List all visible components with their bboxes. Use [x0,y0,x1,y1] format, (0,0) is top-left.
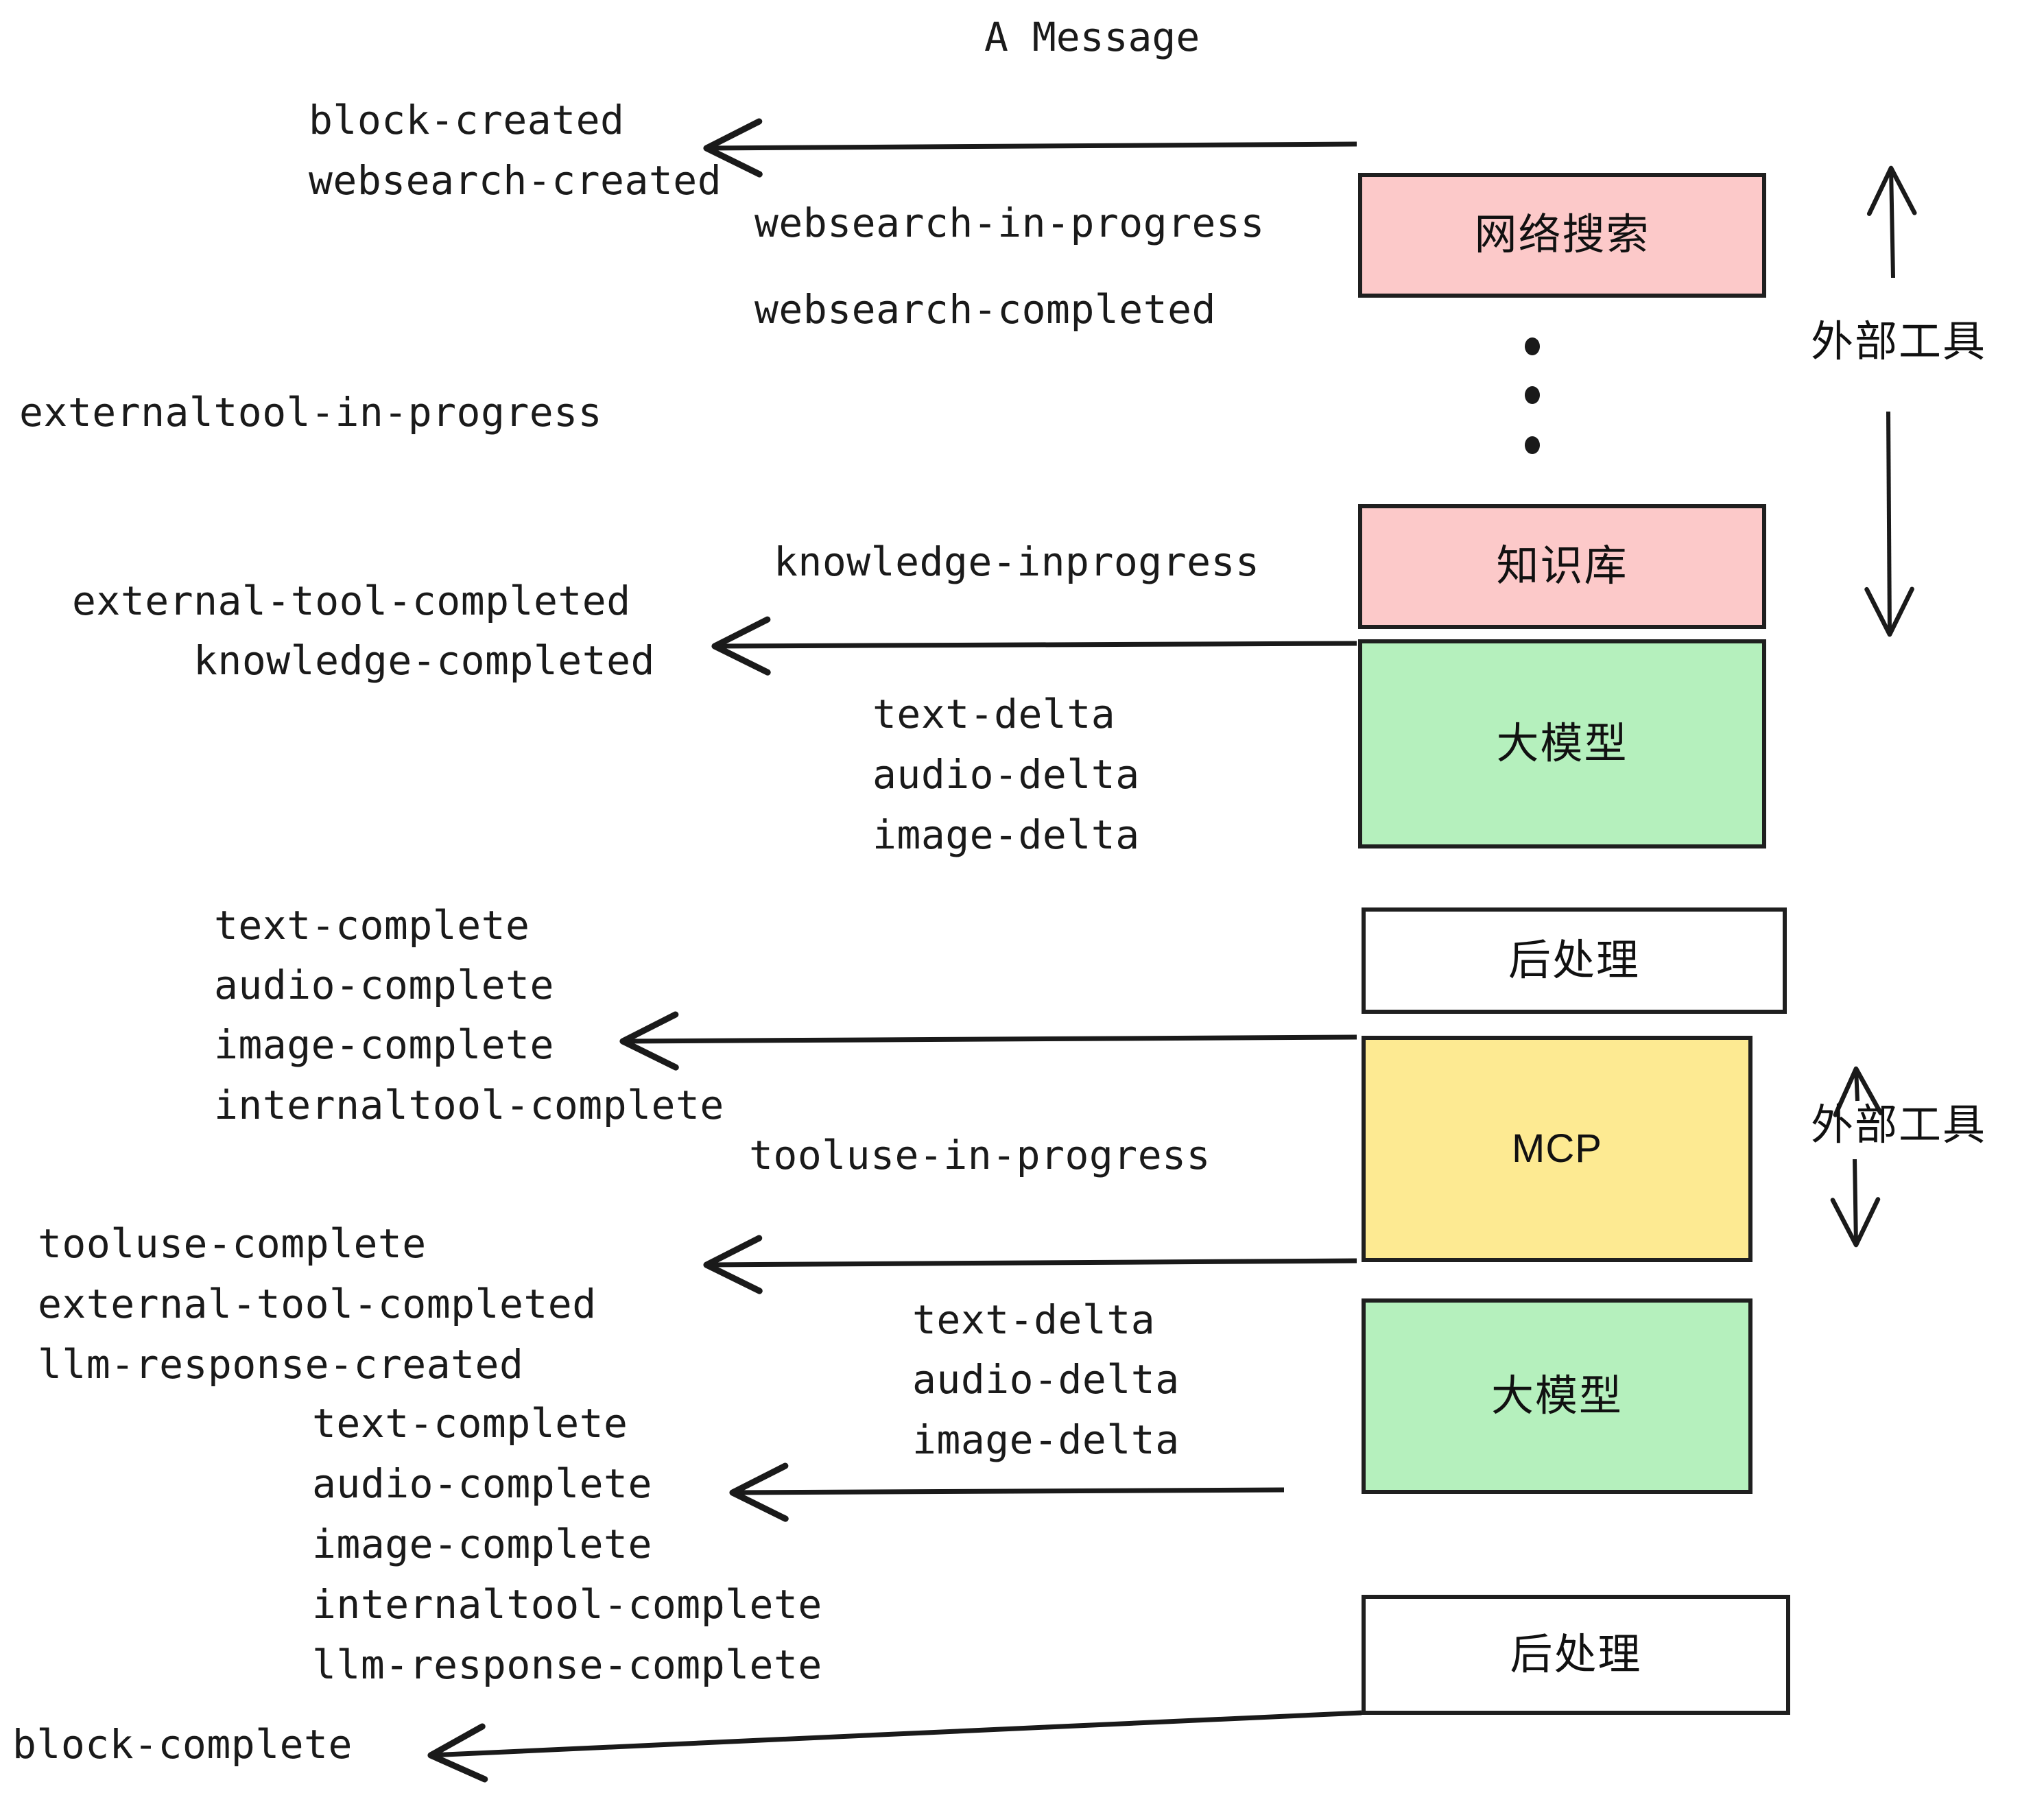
scope-arrow-down-bottom [1830,1159,1881,1248]
event-audio-complete-1: audio-complete [214,962,554,1008]
event-websearch-in-progress: websearch-in-progress [754,200,1265,246]
arrow-audio-complete [729,1462,1285,1522]
event-image-complete-2: image-complete [312,1521,652,1567]
event-llm-response-created: llm-response-created [38,1341,524,1388]
event-externaltool-in-progress: externaltool-in-progress [19,389,603,436]
ellipsis-dot-3 [1525,436,1540,454]
box-websearch-label: 网络搜索 [1474,211,1650,259]
event-block-complete: block-complete [12,1721,353,1768]
event-audio-complete-2: audio-complete [312,1460,652,1507]
event-tooluse-in-progress: tooluse-in-progress [749,1132,1211,1178]
ellipsis-dot-2 [1525,386,1540,404]
event-knowledge-completed: knowledge-completed [193,637,655,684]
box-mcp[interactable]: MCP [1362,1036,1752,1262]
box-mcp-label: MCP [1512,1126,1602,1171]
box-postprocess-2-label: 后处理 [1510,1630,1642,1678]
box-llm-2[interactable]: 大模型 [1362,1298,1752,1494]
arrow-block-complete [427,1710,1362,1783]
event-websearch-completed: websearch-completed [754,286,1216,333]
side-label-external-tools-top: 外部工具 [1811,318,1987,366]
box-llm-1[interactable]: 大模型 [1358,639,1766,848]
event-text-complete-2: text-complete [312,1400,628,1447]
event-knowledge-inprogress: knowledge-inprogress [774,538,1260,585]
arrow-knowledge-completed [711,616,1357,676]
box-websearch[interactable]: 网络搜索 [1358,173,1766,298]
arrow-block-created [703,118,1357,178]
box-llm-2-label: 大模型 [1490,1372,1623,1420]
box-postprocess-1[interactable]: 后处理 [1362,907,1787,1014]
scope-arrow-down-top [1864,411,1914,637]
event-external-tool-completed-1: external-tool-completed [72,578,631,624]
event-internaltool-complete-2: internaltool-complete [312,1581,822,1628]
ellipsis-dot-1 [1525,337,1540,355]
scope-arrow-up-top [1866,165,1917,278]
event-external-tool-completed-2: external-tool-completed [38,1281,597,1327]
box-postprocess-2[interactable]: 后处理 [1362,1595,1790,1715]
box-knowledge[interactable]: 知识库 [1358,504,1766,629]
box-knowledge-label: 知识库 [1496,543,1628,590]
event-image-delta-1: image-delta [872,811,1140,858]
event-image-complete-1: image-complete [214,1021,554,1068]
page-title: A Message [984,14,1200,60]
event-internaltool-complete-1: internaltool-complete [214,1082,724,1128]
event-image-delta-2: image-delta [912,1416,1180,1463]
scope-arrow-up-bottom [1833,1066,1883,1117]
event-text-complete-1: text-complete [214,902,530,949]
event-llm-response-complete: llm-response-complete [312,1641,822,1688]
event-audio-delta-2: audio-delta [912,1356,1180,1403]
arrow-image-complete [619,1011,1357,1071]
event-text-delta-1: text-delta [872,691,1116,737]
box-postprocess-1-label: 后处理 [1508,936,1640,984]
event-text-delta-2: text-delta [912,1296,1156,1343]
side-label-external-tools-bottom: 外部工具 [1811,1102,1987,1149]
event-audio-delta-1: audio-delta [872,751,1140,798]
event-websearch-created: websearch-created [309,157,722,204]
arrow-tooluse-complete [703,1235,1357,1294]
event-block-created: block-created [309,97,625,143]
box-llm-1-label: 大模型 [1496,720,1628,768]
event-tooluse-complete: tooluse-complete [38,1220,427,1267]
